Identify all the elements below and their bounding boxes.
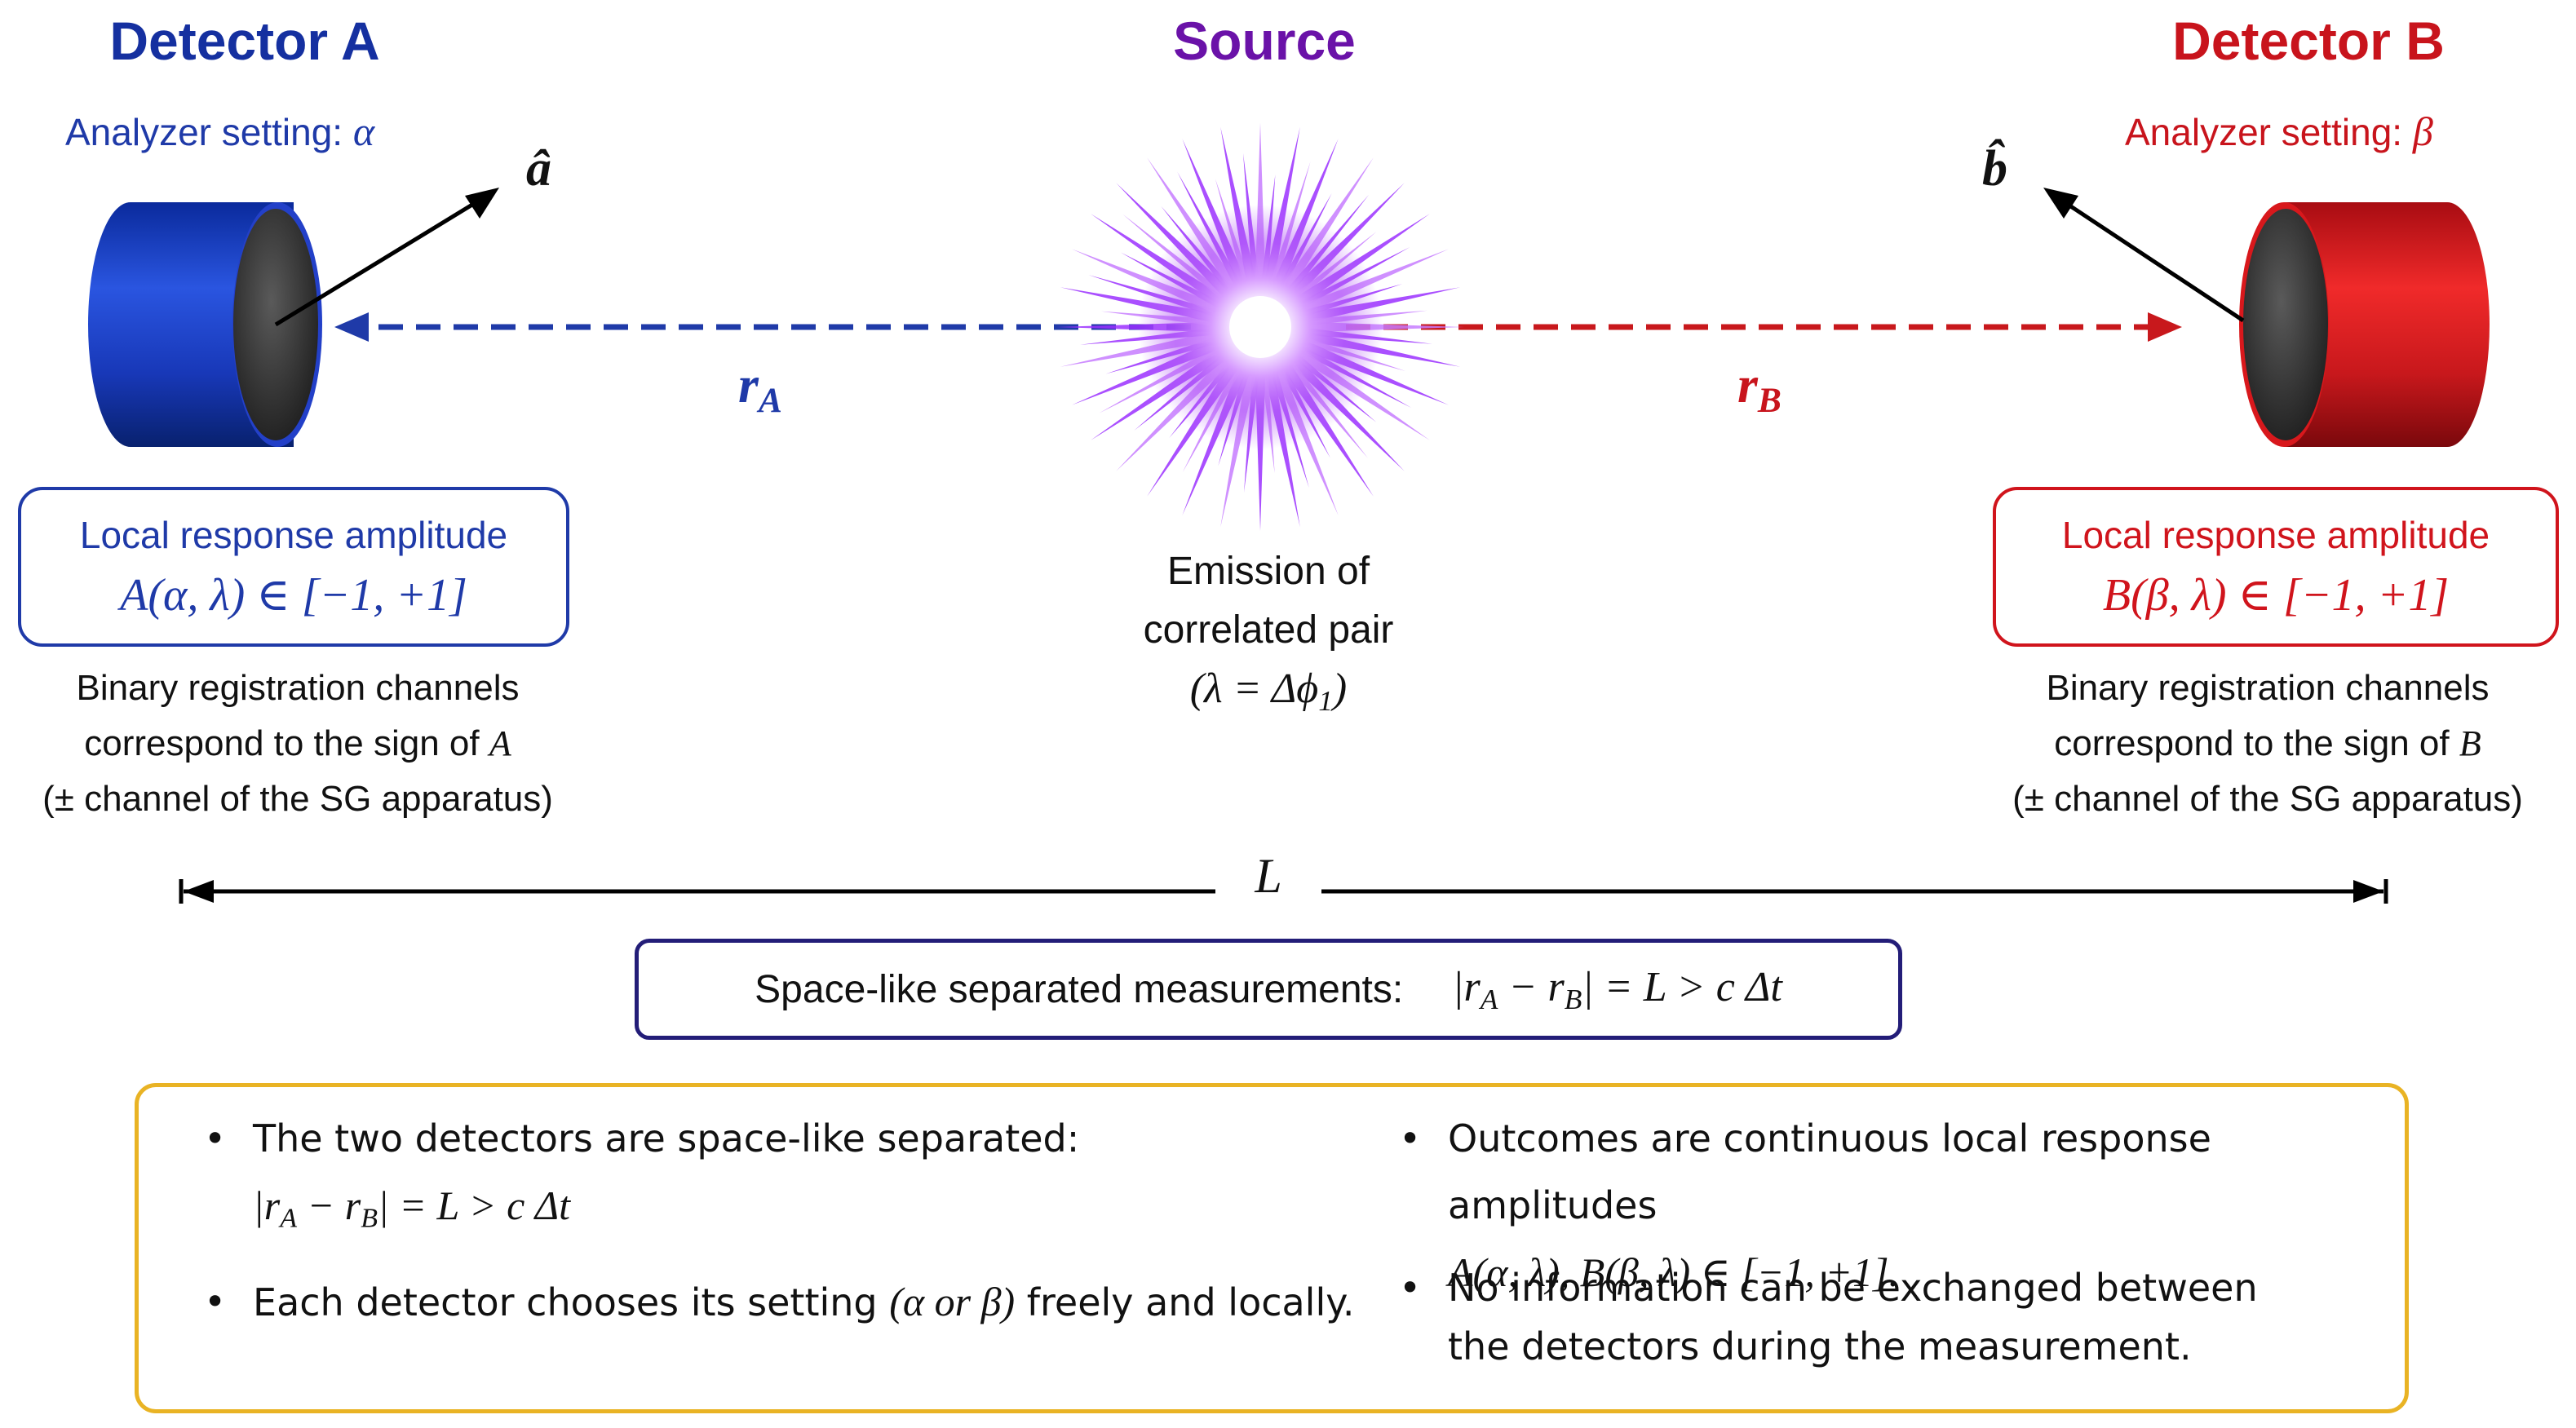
channels-b-symbol: B xyxy=(2459,723,2481,763)
analyzer-setting-a: Analyzer setting: α xyxy=(65,108,374,155)
analyzer-setting-a-label: Analyzer setting: xyxy=(65,111,343,153)
note-2-line1: Each detector chooses its setting (α or … xyxy=(253,1279,1355,1324)
bullet-icon: • xyxy=(204,1280,227,1324)
channels-a-line3: (± channel of the SG apparatus) xyxy=(42,779,553,819)
vector-a-label: â xyxy=(526,141,551,197)
detector-b-icon xyxy=(2239,202,2490,447)
note-4-line2: the detectors during the measurement. xyxy=(1448,1324,2192,1368)
note-item: • The two detectors are space-like separ… xyxy=(204,1105,1080,1253)
channels-a-line2: correspond to the sign of A xyxy=(84,723,511,763)
analyzer-setting-b: Analyzer setting: β xyxy=(2125,108,2433,155)
distance-b-symbol: r xyxy=(1737,356,1758,413)
note-item: • Each detector chooses its setting (α o… xyxy=(204,1268,1355,1336)
response-a-label: Local response amplitude xyxy=(79,514,508,556)
channels-b-line3: (± channel of the SG apparatus) xyxy=(2012,779,2523,819)
channels-a-symbol: A xyxy=(489,723,511,763)
separation-arrow xyxy=(179,879,2388,904)
detector-b-title: Detector B xyxy=(2172,11,2445,71)
propagation-arrow-b xyxy=(1346,312,2182,342)
response-a-formula: A(α, λ) ∈ [−1, +1] xyxy=(120,570,467,621)
response-b-label: Local response amplitude xyxy=(2061,514,2490,556)
detector-a-title: Detector A xyxy=(109,11,380,71)
response-box-a: Local response amplitude A(α, λ) ∈ [−1, … xyxy=(18,487,569,647)
emission-line1: Emission of xyxy=(1166,550,1370,593)
emission-formula: (λ = Δϕ1) xyxy=(1189,665,1348,717)
bullet-icon: • xyxy=(204,1116,227,1161)
analyzer-vector-a-icon xyxy=(274,188,499,327)
note-4-line1: No information can be exchanged between xyxy=(1448,1266,2258,1310)
analyzer-setting-b-symbol: β xyxy=(2412,108,2433,154)
bullet-icon: • xyxy=(1399,1266,1422,1310)
channels-a-text: Binary registration channels correspond … xyxy=(0,661,595,827)
analyzer-setting-a-symbol: α xyxy=(352,108,375,154)
note-3-line1: Outcomes are continuous local response a… xyxy=(1448,1116,2211,1227)
vector-b-label: b̂ xyxy=(1982,141,2007,197)
spacelike-text: Space-like separated measurements: xyxy=(755,967,1404,1011)
distance-a-label: rA xyxy=(738,355,782,421)
note-item: • Outcomes are continuous local response… xyxy=(1399,1105,2405,1306)
note-1-equation: |rA − rB| = L > c Δt xyxy=(253,1183,571,1234)
source-title: Source xyxy=(1173,11,1356,71)
spacelike-box: Space-like separated measurements: |rA −… xyxy=(635,939,1902,1040)
channels-b-text: Binary registration channels correspond … xyxy=(1970,661,2565,827)
distance-b-label: rB xyxy=(1737,355,1782,421)
distance-a-symbol: r xyxy=(738,356,759,413)
distance-b-subscript: B xyxy=(1757,381,1782,421)
note-3-line2: A(α, λ), B(β, λ) ∈ [−1, +1]. xyxy=(1448,1249,1900,1295)
distance-a-subscript: A xyxy=(758,381,782,421)
note-1-line1: The two detectors are space-like separat… xyxy=(253,1116,1080,1161)
channels-b-line2: correspond to the sign of B xyxy=(2054,723,2481,763)
burst-core xyxy=(1229,296,1291,358)
response-box-b: Local response amplitude B(β, λ) ∈ [−1, … xyxy=(1993,487,2559,647)
analyzer-setting-b-label: Analyzer setting: xyxy=(2125,111,2403,153)
response-b-formula: B(β, λ) ∈ [−1, +1] xyxy=(2102,570,2450,621)
channels-b-line1: Binary registration channels xyxy=(2046,668,2490,708)
notes-box: • The two detectors are space-like separ… xyxy=(135,1083,2409,1413)
separation-label: L xyxy=(1255,849,1282,903)
bullet-icon: • xyxy=(1399,1116,1422,1161)
channels-a-line1: Binary registration channels xyxy=(76,668,520,708)
spacelike-equation: |rA − rB| = L > c Δt xyxy=(1452,963,1782,1015)
emission-line2: correlated pair xyxy=(1143,608,1394,652)
analyzer-vector-b-icon xyxy=(2043,188,2245,323)
emission-text: Emission of correlated pair (λ = Δϕ1) xyxy=(1085,542,1452,730)
detector-a-icon xyxy=(88,202,322,447)
source-burst-icon xyxy=(1056,123,1464,531)
note-item: • No information can be exchanged betwee… xyxy=(1399,1258,2258,1376)
propagation-arrow-a xyxy=(334,312,1191,342)
